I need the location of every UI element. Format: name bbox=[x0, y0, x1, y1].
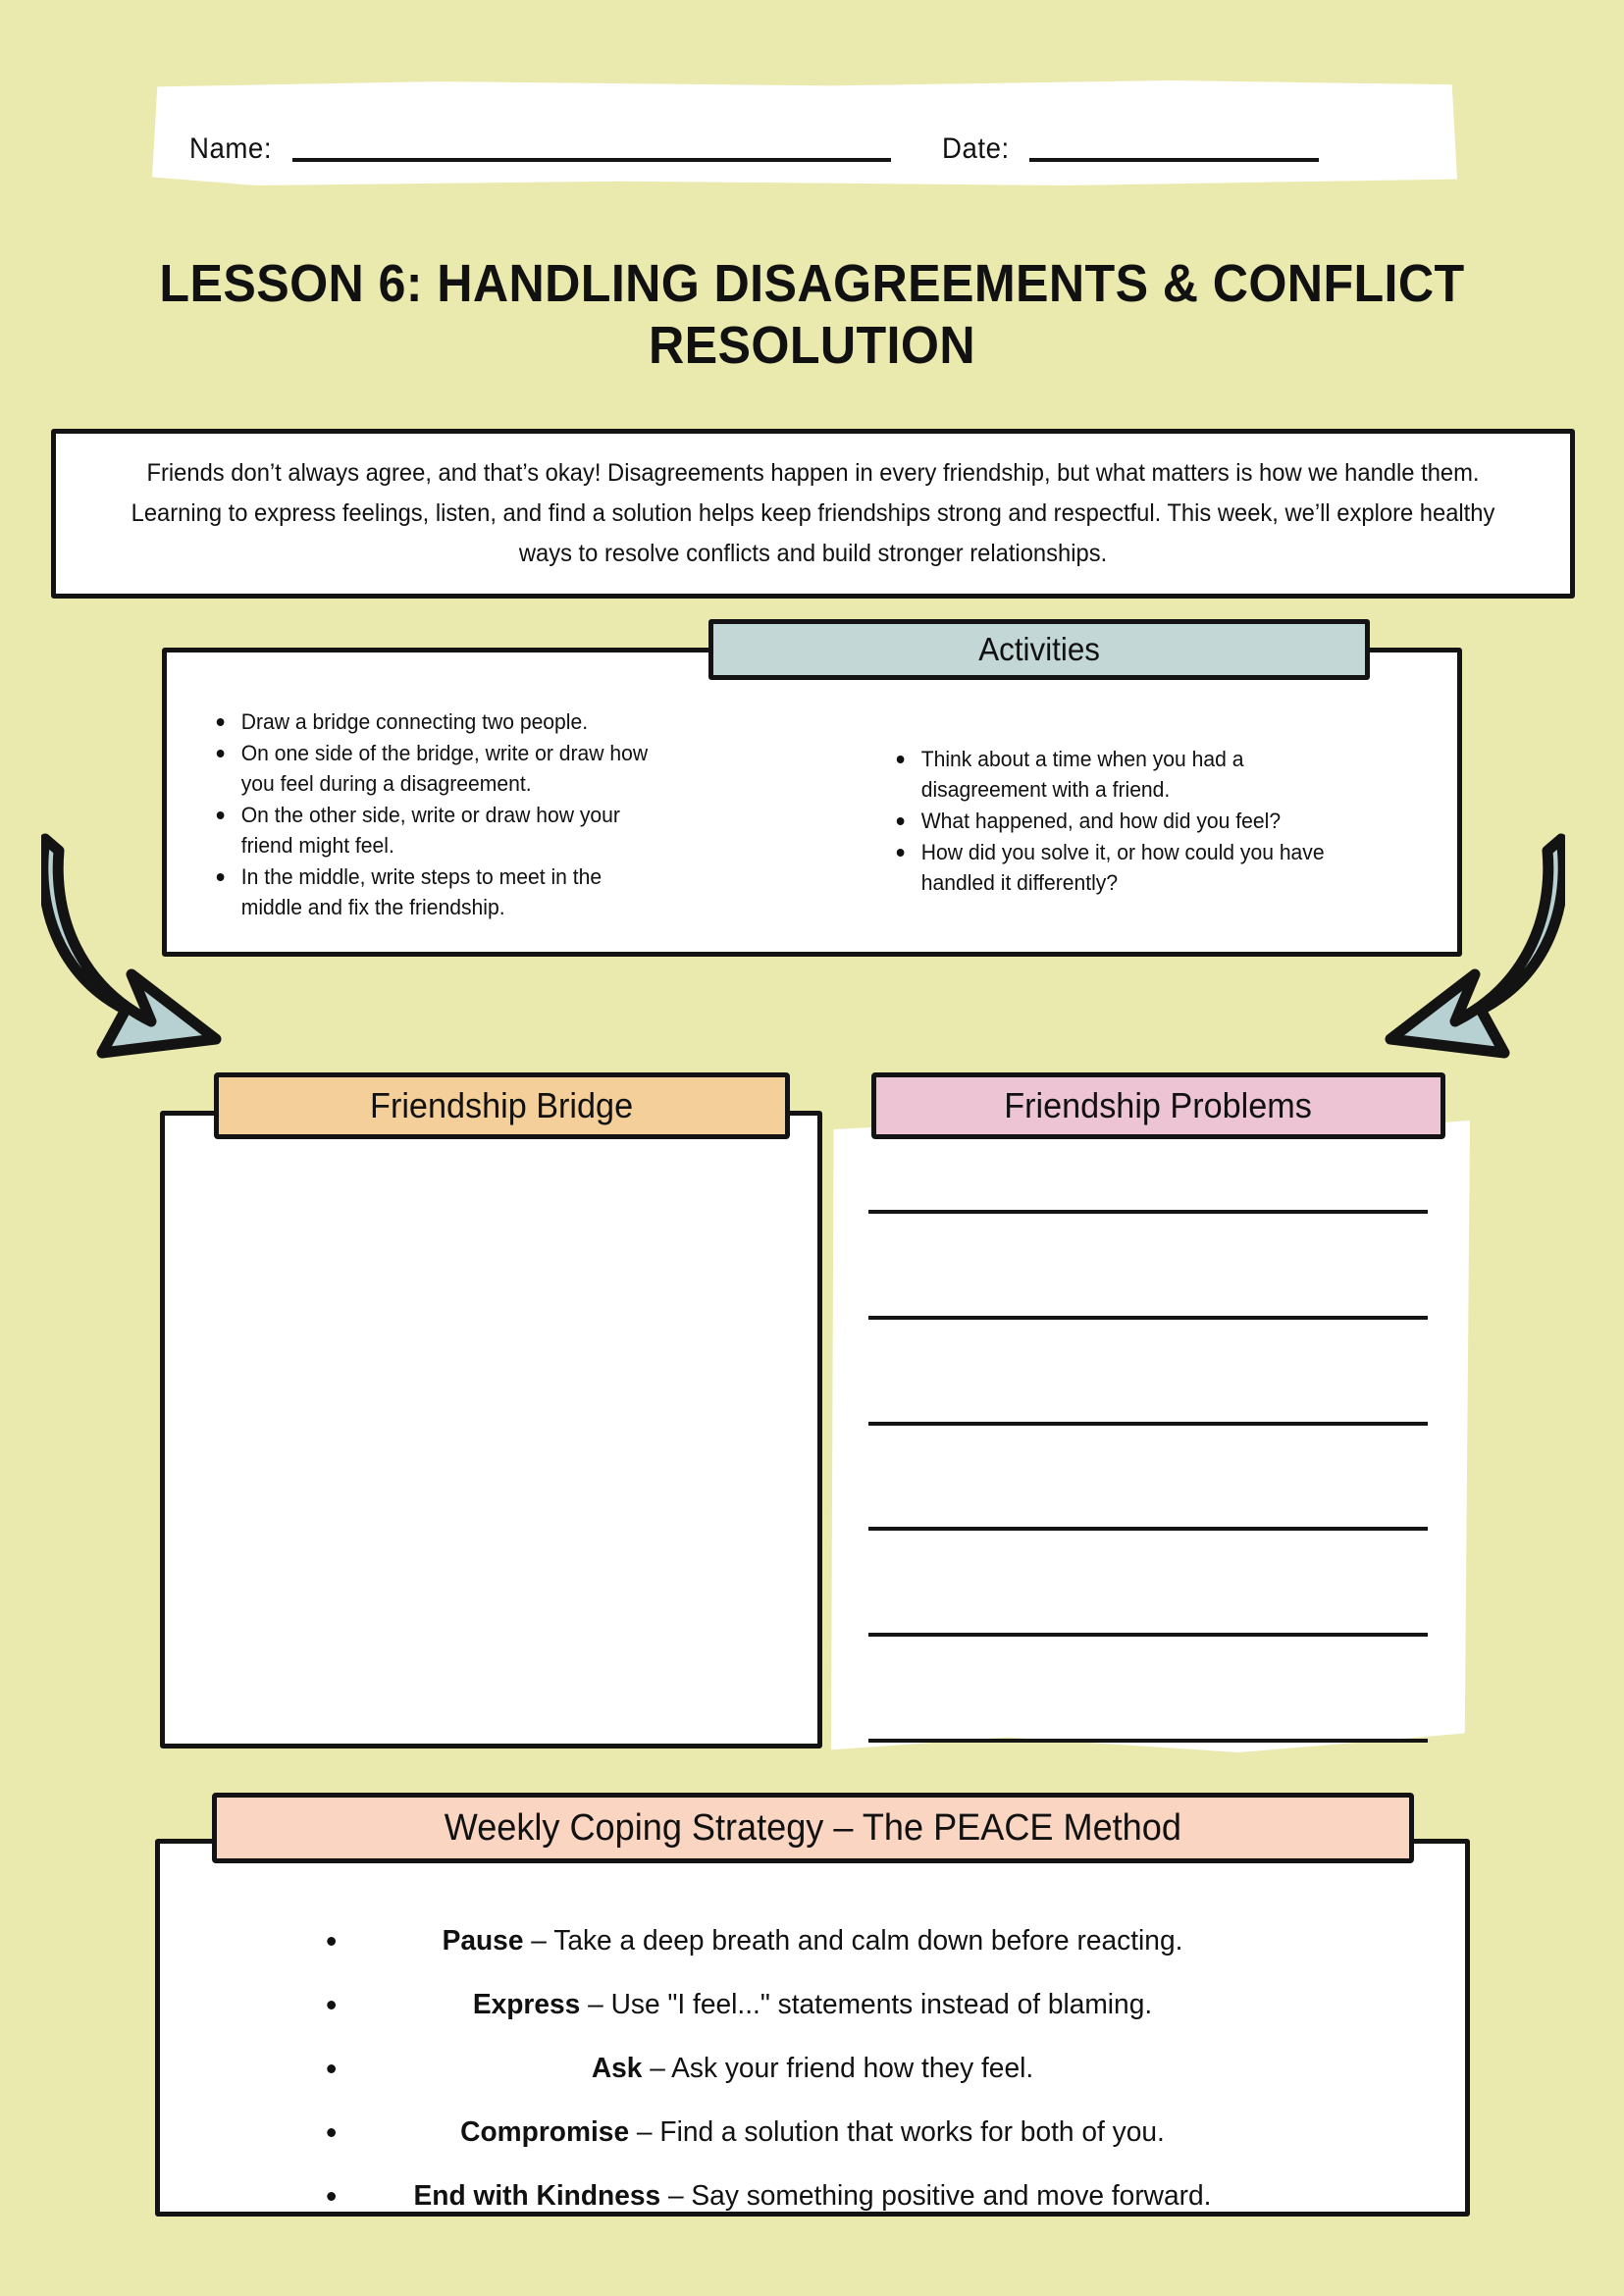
peace-step-desc: – Find a solution that works for both of… bbox=[629, 2116, 1165, 2148]
activities-heading-label: Activities bbox=[978, 631, 1100, 667]
page-title: LESSON 6: HANDLING DISAGREEMENTS & CONFL… bbox=[159, 254, 1465, 375]
peace-step-desc: – Ask your friend how they feel. bbox=[642, 2053, 1034, 2084]
activities-right-column: Think about a time when you had a disagr… bbox=[812, 687, 1463, 952]
list-item: Ask – Ask your friend how they feel. bbox=[213, 2053, 1412, 2085]
date-label: Date: bbox=[942, 132, 1011, 165]
intro-box: Friends don’t always agree, and that’s o… bbox=[51, 429, 1575, 599]
peace-method-list: Pause – Take a deep breath and calm down… bbox=[155, 1892, 1470, 2244]
list-item: Express – Use "I feel..." statements ins… bbox=[213, 1989, 1412, 2021]
peace-step-key: Express bbox=[472, 1989, 581, 2020]
activities-left-column: Draw a bridge connecting two people. On … bbox=[162, 687, 812, 952]
curved-arrow-down-right-icon bbox=[1385, 833, 1565, 1059]
name-date-banner bbox=[152, 80, 1457, 185]
friendship-problems-card bbox=[830, 1117, 1470, 1752]
peace-step-key: Pause bbox=[442, 1925, 524, 1957]
list-item: End with Kindness – Say something positi… bbox=[213, 2180, 1412, 2213]
date-input-line[interactable] bbox=[1029, 158, 1320, 162]
writing-line[interactable] bbox=[868, 1633, 1428, 1638]
writing-line[interactable] bbox=[868, 1527, 1428, 1532]
peace-step-desc: – Take a deep breath and calm down befor… bbox=[523, 1925, 1183, 1957]
writing-line[interactable] bbox=[868, 1210, 1428, 1214]
activities-columns: Draw a bridge connecting two people. On … bbox=[162, 687, 1462, 952]
list-item: In the middle, write steps to meet in th… bbox=[211, 861, 654, 922]
friendship-problems-heading-label: Friendship Problems bbox=[1004, 1085, 1313, 1125]
activities-box bbox=[162, 648, 1462, 957]
activities-right-list: Think about a time when you had a disagr… bbox=[891, 744, 1438, 898]
curved-arrow-down-left-icon bbox=[41, 833, 222, 1059]
list-item: How did you solve it, or how could you h… bbox=[891, 837, 1334, 898]
writing-line[interactable] bbox=[868, 1738, 1428, 1743]
peace-method-heading-label: Weekly Coping Strategy – The PEACE Metho… bbox=[444, 1806, 1182, 1849]
peace-step-desc: – Use "I feel..." statements instead of … bbox=[580, 1989, 1153, 2020]
peace-step-key: Compromise bbox=[460, 2116, 630, 2148]
friendship-bridge-heading-label: Friendship Bridge bbox=[370, 1085, 634, 1125]
intro-text: Friends don’t always agree, and that’s o… bbox=[131, 459, 1495, 567]
list-item: What happened, and how did you feel? bbox=[891, 806, 1334, 836]
activities-heading-tab: Activities bbox=[708, 619, 1370, 680]
writing-line[interactable] bbox=[868, 1315, 1428, 1320]
friendship-bridge-drawing-area[interactable] bbox=[160, 1111, 822, 1748]
peace-step-desc: – Say something positive and move forwar… bbox=[660, 2180, 1212, 2212]
list-item: Draw a bridge connecting two people. bbox=[211, 706, 654, 737]
peace-method-box bbox=[155, 1839, 1470, 2217]
list-item: On the other side, write or draw how you… bbox=[211, 800, 654, 861]
name-date-row: Name: Date: bbox=[152, 80, 1457, 185]
friendship-bridge-heading-tab: Friendship Bridge bbox=[214, 1072, 790, 1139]
list-item: Compromise – Find a solution that works … bbox=[213, 2116, 1412, 2149]
name-input-line[interactable] bbox=[292, 158, 892, 162]
peace-step-key: Ask bbox=[591, 2053, 643, 2084]
activities-left-list: Draw a bridge connecting two people. On … bbox=[211, 706, 787, 922]
friendship-problems-writing-lines bbox=[868, 1163, 1428, 1747]
friendship-problems-heading-tab: Friendship Problems bbox=[871, 1072, 1445, 1139]
name-label: Name: bbox=[189, 132, 273, 165]
list-item: Pause – Take a deep breath and calm down… bbox=[213, 1925, 1412, 1957]
list-item: On one side of the bridge, write or draw… bbox=[211, 738, 654, 799]
peace-method-heading-tab: Weekly Coping Strategy – The PEACE Metho… bbox=[212, 1793, 1414, 1863]
peace-step-key: End with Kindness bbox=[413, 2180, 661, 2212]
writing-line[interactable] bbox=[868, 1421, 1428, 1426]
list-item: Think about a time when you had a disagr… bbox=[891, 744, 1334, 805]
